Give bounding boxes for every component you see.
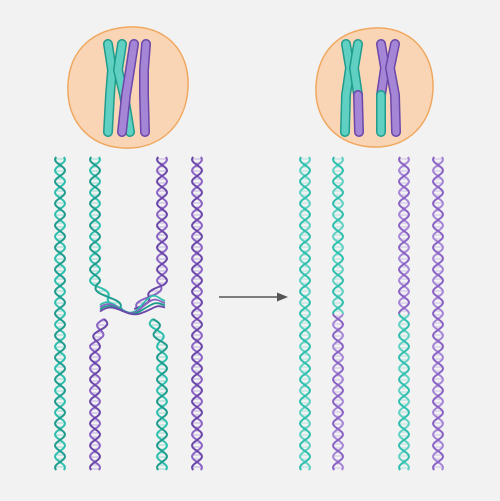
crossover-strand	[99, 298, 166, 314]
backbone-strand	[89, 156, 122, 310]
cell-with-recombined-chromosomes-icon	[315, 27, 434, 148]
backbone-strand	[398, 313, 410, 471]
dna-helix-purple-1-seg1	[148, 318, 168, 471]
dna-strands-before	[54, 156, 203, 471]
dna-helix-after-purple-1-seg0	[398, 156, 410, 314]
purple-chromatid-left	[118, 40, 138, 136]
backbone-strand	[191, 156, 203, 471]
backbone-strand	[133, 156, 168, 310]
backbone-strand	[332, 313, 344, 471]
teal-chromatid-left	[104, 40, 116, 136]
dna-helix-teal-1-seg0	[54, 156, 66, 471]
purple-chromatid-right	[140, 40, 150, 136]
dna-helix-after-purple-1-seg1	[398, 313, 410, 471]
backbone-strand	[332, 156, 344, 314]
right-arrow-icon	[219, 292, 288, 302]
backbone-strand	[152, 318, 168, 471]
before-cell	[67, 26, 189, 149]
dna-helix-after-teal-2-seg0	[332, 156, 344, 314]
dna-helix-after-teal-2-seg1	[332, 313, 344, 471]
crossover-strand	[99, 302, 166, 315]
chromosome-pair-after	[340, 39, 401, 137]
teal-chromatid-left-after	[341, 40, 354, 136]
crossover-strand	[99, 294, 166, 314]
backbone-strand	[89, 318, 109, 471]
purple-segment-on-teal-after	[354, 91, 363, 136]
backbone-strand	[54, 156, 66, 471]
backbone-strand	[135, 156, 168, 310]
crossover-junction	[99, 294, 166, 316]
dna-helix-purple-2-seg0	[191, 156, 203, 471]
chromosome-pair-before	[103, 39, 151, 137]
backbone-strand	[89, 318, 105, 471]
backbone-strand	[432, 156, 444, 471]
backbone-strand	[299, 156, 311, 471]
dna-strands-after	[299, 156, 444, 471]
after-cell	[315, 27, 434, 148]
backbone-strand	[148, 318, 168, 471]
crossover-strand	[99, 305, 166, 316]
dna-helix-after-teal-1-seg0	[299, 156, 311, 471]
backbone-strand	[332, 313, 344, 471]
dna-helix-after-purple-2-seg0	[432, 156, 444, 471]
purple-chromatid-left-upper-after	[377, 40, 389, 99]
backbone-strand	[398, 313, 410, 471]
dna-helix-teal-2-seg0	[89, 156, 124, 310]
backbone-strand	[332, 156, 344, 314]
backbone-strand	[89, 156, 124, 310]
backbone-strand	[398, 156, 410, 314]
dna-helix-teal-2-seg1	[89, 318, 109, 471]
dna-helix-purple-1-seg0	[133, 156, 168, 310]
teal-chromatid-right-upper-after	[350, 40, 362, 99]
purple-chromatid-right-after	[386, 40, 400, 136]
backbone-strand	[398, 156, 410, 314]
